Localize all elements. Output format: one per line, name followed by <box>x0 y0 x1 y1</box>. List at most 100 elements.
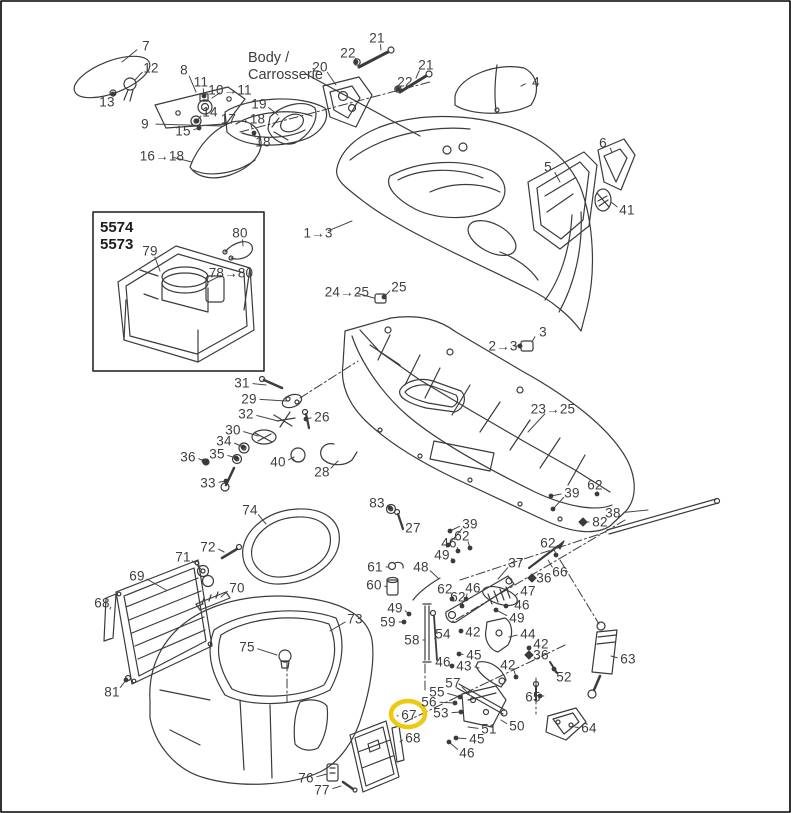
leader-line <box>429 570 439 579</box>
inset-box <box>92 211 265 372</box>
callout-label-36: 36 <box>180 449 196 465</box>
callout-label-36: 36 <box>533 647 549 663</box>
leader-line <box>474 666 480 669</box>
grip-part-47 <box>482 585 518 607</box>
fastener-dot <box>551 666 557 672</box>
windscreen-part-16-18 <box>189 120 262 179</box>
plate-part-29 <box>281 393 303 409</box>
callout-label-10-to-11: 10→11 <box>208 82 252 98</box>
windscreen-parts <box>189 103 317 179</box>
nut-part-3 <box>520 340 534 352</box>
fastener-dot <box>401 619 407 625</box>
callout-label-81: 81 <box>104 684 120 700</box>
fastener-dot <box>303 416 309 422</box>
leader-line <box>155 123 223 127</box>
washer-part-22b <box>394 85 402 93</box>
callout-label-51: 51 <box>481 721 497 737</box>
bracket-part-44 <box>485 617 513 653</box>
fastener-dot <box>233 455 239 461</box>
leader-line <box>461 686 470 695</box>
callout-label-41: 41 <box>619 202 635 218</box>
callout-label-38: 38 <box>605 505 621 521</box>
callout-label-46: 46 <box>441 535 457 551</box>
spring-part-32 <box>273 411 296 428</box>
leader-line <box>497 567 509 580</box>
callout-label-49: 49 <box>434 547 450 563</box>
nut-part-36c <box>524 650 534 660</box>
callout-label-42: 42 <box>465 624 481 640</box>
callout-label-22: 22 <box>397 74 413 90</box>
model-number-bottom: 5573 <box>100 236 134 254</box>
fastener-dot <box>446 739 452 745</box>
nut-part-25 <box>374 293 387 304</box>
leader-line <box>527 413 546 433</box>
callout-label-61: 61 <box>367 559 383 575</box>
callout-label-73: 73 <box>347 611 363 627</box>
fastener-dot <box>251 130 257 136</box>
fastener-dot <box>395 86 401 92</box>
callout-label-55: 55 <box>429 684 445 700</box>
leader-line <box>609 147 613 154</box>
callout-label-27: 27 <box>405 520 421 536</box>
leader-line <box>109 606 112 610</box>
leader-line <box>514 593 519 597</box>
leader-line <box>547 559 553 568</box>
callout-label-39: 39 <box>564 485 580 501</box>
leader-line <box>508 634 518 638</box>
callout-label-46: 46 <box>465 580 481 596</box>
leader-line <box>399 739 403 743</box>
fastener-dot <box>194 118 200 124</box>
callout-label-9: 9 <box>141 116 149 132</box>
callout-label-68: 68 <box>94 595 110 611</box>
callout-label-46: 46 <box>435 654 451 670</box>
fastener-dot <box>123 677 129 683</box>
leader-line <box>415 70 420 79</box>
fastener-dot <box>594 491 600 497</box>
fastener-dot <box>467 545 473 551</box>
side-panel-part-5 <box>527 151 598 250</box>
leader-line <box>146 578 167 591</box>
callout-label-79: 79 <box>142 243 158 259</box>
door-part-67 <box>349 720 400 793</box>
callout-label-15: 15 <box>175 123 191 139</box>
leader-line <box>121 49 138 63</box>
callout-label-44: 44 <box>520 626 536 642</box>
fastener-dot <box>493 607 499 613</box>
leader-line <box>259 398 287 402</box>
cable-part-48 <box>412 577 441 601</box>
bolt-part-31 <box>262 378 284 390</box>
fastener-dot <box>513 674 519 680</box>
callout-label-66: 66 <box>552 564 568 580</box>
callout-label-53: 53 <box>433 705 449 721</box>
fastener-dot <box>110 91 116 97</box>
callout-label-56: 56 <box>421 694 437 710</box>
callout-label-20: 20 <box>312 59 328 75</box>
gas-spring-part-63 <box>591 629 618 675</box>
callout-label-71: 71 <box>175 549 191 565</box>
leader-line <box>243 431 259 437</box>
callout-label-34: 34 <box>216 433 232 449</box>
inset-model-numbers: 5574 5573 <box>100 219 133 254</box>
callout-label-45: 45 <box>469 731 485 747</box>
fastener-dot <box>453 735 459 741</box>
hose-part-80 <box>224 241 254 260</box>
latch-part-76 <box>326 763 339 782</box>
leader-line <box>610 655 618 659</box>
centerlines <box>239 81 626 723</box>
nut-part-36b <box>527 573 537 583</box>
bottle-part <box>205 275 225 303</box>
callout-label-62: 62 <box>437 581 453 597</box>
fastener-dot <box>447 528 453 534</box>
callout-label-83: 83 <box>369 495 385 511</box>
vent-grille-assembly <box>103 543 243 685</box>
leader-line <box>207 275 222 283</box>
fastener-dot <box>537 693 543 699</box>
callout-label-23-to-25: 23→25 <box>530 401 576 417</box>
mirror-pivot-part-12 <box>123 77 137 91</box>
bracket-part-64 <box>545 707 587 741</box>
callout-label-62: 62 <box>587 477 603 493</box>
callout-label-2-to-3: 2→3 <box>488 338 518 354</box>
callout-label-35: 35 <box>209 446 225 462</box>
callout-label-49: 49 <box>387 600 403 616</box>
